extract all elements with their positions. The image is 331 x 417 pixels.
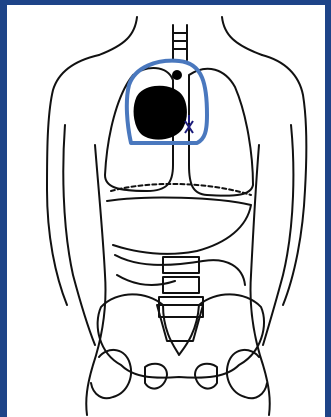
torso-illustration [7,5,325,417]
left-shoulder [47,55,99,305]
left-arm-inner [63,125,95,345]
pelvis [98,294,264,377]
torso-left-side [86,145,105,415]
liver [107,198,251,254]
frame-border-left [0,0,7,417]
lumbar-spine [159,257,203,317]
trachea [173,25,187,60]
diaphragm [111,184,251,195]
right-lung [189,69,253,196]
intestine-outline [115,255,245,285]
frame-border-right [325,0,331,417]
dark-mass [134,86,186,139]
small-dark-node [172,70,182,80]
right-arm-inner [263,125,293,345]
